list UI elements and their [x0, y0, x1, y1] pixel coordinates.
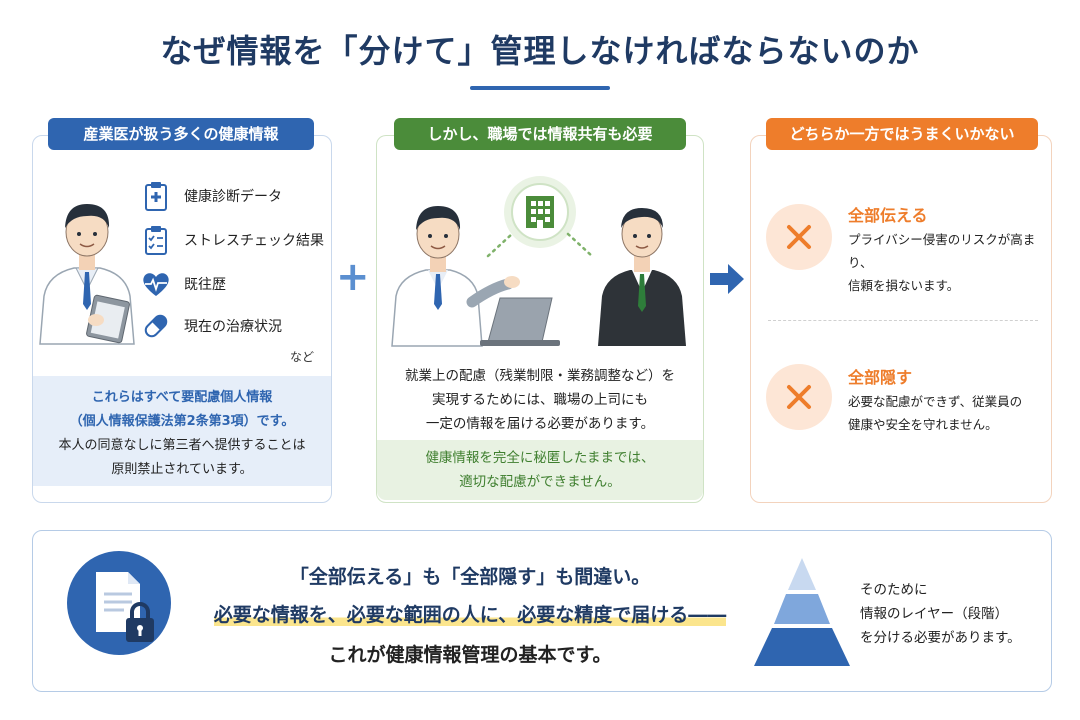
header-info-sharing: しかし、職場では情報共有も必要 [394, 118, 686, 150]
list-item-label: 既往歴 [184, 277, 226, 293]
desc-line: プライバシー侵害のリスクが高まり、 [848, 232, 1036, 270]
sensitive-info-note: これらはすべて要配慮個人情報 （個人情報保護法第2条第3項）です。 本人の同意な… [33, 376, 331, 486]
header-balance: どちらか一方ではうまくいかない [766, 118, 1038, 150]
option-tell-all-title: 全部伝える [848, 206, 928, 225]
secrecy-note: 健康情報を完全に秘匿したままでは、 適切な配慮ができません。 [377, 440, 703, 500]
note-text: 適切な配慮ができません。 [459, 474, 621, 490]
list-item: ストレスチェック結果 [140, 224, 324, 256]
note-text: 健康情報を完全に秘匿したままでは、 [425, 450, 655, 466]
description-line: 就業上の配慮（残業制限・業務調整など）を [405, 368, 675, 384]
cross-icon [787, 385, 811, 409]
option-tell-all-desc: プライバシー侵害のリスクが高まり、 信頼を損ないます。 [848, 228, 1048, 297]
list-item: 既往歴 [140, 268, 226, 300]
note-text: 本人の同意なしに第三者へ提供することは [58, 438, 306, 453]
summary-headline: 「全部伝える」も「全部隠す」も間違い。 [289, 566, 651, 588]
capsule-icon [144, 314, 168, 338]
document-lock-icon [67, 551, 171, 655]
desc-line: 必要な配慮ができず、従業員の [848, 394, 1023, 409]
page-title: なぜ情報を「分けて」管理しなければならないのか [160, 32, 920, 70]
note-emphasis: （個人情報保護法第2条第3項）です。 [69, 414, 295, 429]
building-icon [526, 196, 554, 228]
layer-note-line: を分ける必要があります。 [860, 630, 1021, 646]
layer-note: そのために 情報のレイヤー（段階） を分ける必要があります。 [860, 578, 1050, 650]
summary-principle-text: 必要な情報を、必要な範囲の人に、必要な精度で届ける―― [213, 604, 727, 626]
list-item-label: ストレスチェック結果 [184, 233, 324, 249]
doctor-illustration [39, 204, 135, 345]
medical-clipboard-icon [145, 182, 167, 211]
etc-label: など [290, 350, 315, 364]
note-text: 原則禁止されています。 [111, 462, 253, 477]
cross-icon [787, 225, 811, 249]
arrow-right-icon [710, 264, 744, 294]
layer-note-line: 情報のレイヤー（段階） [860, 606, 1009, 622]
heart-pulse-icon [143, 273, 169, 296]
list-item-label: 現在の治療状況 [184, 319, 282, 335]
description-line: 一定の情報を届ける必要があります。 [425, 416, 655, 432]
summary-conclusion: これが健康情報管理の基本です。 [328, 644, 612, 666]
card-balance [750, 135, 1052, 503]
option-hide-all-title: 全部隠す [848, 368, 913, 387]
title-underline [470, 86, 610, 90]
plus-icon: + [336, 254, 370, 300]
desc-line: 信頼を損ないます。 [848, 278, 960, 293]
note-emphasis: これらはすべて要配慮個人情報 [91, 390, 273, 405]
layer-note-line: そのために [860, 582, 928, 598]
list-item: 健康診断データ [140, 180, 282, 212]
pyramid-icon [754, 558, 850, 666]
header-health-info: 産業医が扱う多くの健康情報 [48, 118, 314, 150]
sharing-description: 就業上の配慮（残業制限・業務調整など）を 実現するためには、職場の上司にも 一定… [378, 364, 702, 436]
divider [768, 320, 1038, 321]
option-hide-all-desc: 必要な配慮ができず、従業員の 健康や安全を守れません。 [848, 390, 1048, 436]
list-item: 現在の治療状況 [140, 310, 282, 342]
desc-line: 健康や安全を守れません。 [848, 417, 998, 432]
summary-principle: 必要な情報を、必要な範囲の人に、必要な精度で届ける―― [200, 600, 740, 627]
list-item-label: 健康診断データ [184, 189, 282, 205]
checklist-icon [145, 226, 167, 255]
description-line: 実現するためには、職場の上司にも [432, 392, 648, 408]
sharing-illustration [391, 176, 686, 347]
